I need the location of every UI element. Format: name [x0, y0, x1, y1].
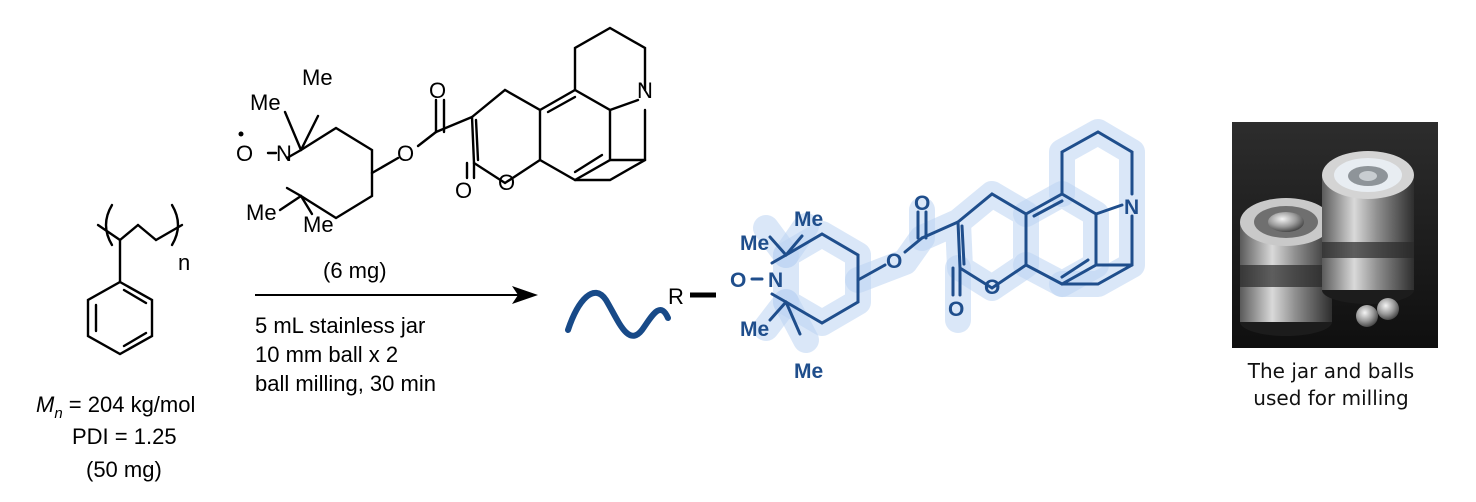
mn-subscript: n: [54, 405, 62, 422]
reagent-carbonyl-o: O: [429, 78, 446, 103]
polymer-amount: (50 mg): [86, 457, 162, 482]
product-me-4: Me: [794, 360, 823, 383]
product-r-label: R: [668, 284, 684, 309]
reagent-me-4: Me: [303, 212, 334, 237]
reagent-julolidine-n: N: [637, 78, 653, 103]
tempo-coumarin-reagent: Me Me Me Me O N O O O O N: [236, 26, 653, 237]
repeat-subscript-n: n: [178, 250, 190, 275]
reagent-me-1: Me: [250, 90, 281, 115]
reagent-amount: (6 mg): [323, 258, 387, 283]
photo-caption-line-2: used for milling: [1253, 386, 1409, 410]
product-o: O: [730, 269, 746, 292]
reagent-n: N: [276, 141, 292, 166]
radical-dot: [238, 131, 244, 137]
product-julolidine-n: N: [1124, 196, 1139, 219]
photo-caption: The jar and balls used for milling: [1224, 358, 1438, 412]
reagent-radical-o: O: [236, 141, 253, 166]
photo-caption-line-1: The jar and balls: [1247, 359, 1415, 383]
condition-balls: 10 mm ball x 2: [255, 342, 398, 367]
product-ester-o: O: [886, 250, 902, 273]
product-me-3: Me: [740, 318, 769, 341]
polymer-pdi: PDI = 1.25: [72, 424, 177, 449]
condition-milling: ball milling, 30 min: [255, 371, 436, 396]
reagent-ring-o: O: [498, 170, 515, 195]
reagent-ester-o: O: [397, 141, 414, 166]
polymer-mn: Mn = 204 kg/mol: [36, 392, 195, 422]
product-me-2: Me: [794, 208, 823, 231]
polymer-chain-wave: [565, 290, 671, 339]
reagent-me-2: Me: [302, 65, 333, 90]
polystyrene-structure: n: [86, 203, 190, 356]
condition-jar: 5 mL stainless jar: [255, 313, 425, 338]
product-carbonyl-o: O: [914, 192, 930, 215]
mn-value: = 204 kg/mol: [63, 392, 196, 417]
milling-jar-photo: [1232, 122, 1438, 348]
product-me-1: Me: [740, 232, 769, 255]
product-ring-o: O: [984, 276, 1000, 299]
mn-symbol: M: [36, 392, 55, 417]
product-n: N: [768, 269, 783, 292]
reaction-arrow: [255, 286, 538, 304]
product-structure: R Me Me: [565, 119, 1145, 383]
reagent-me-3: Me: [246, 200, 277, 225]
product-lactone-o: O: [948, 298, 964, 321]
reagent-lactone-o: O: [455, 178, 472, 203]
